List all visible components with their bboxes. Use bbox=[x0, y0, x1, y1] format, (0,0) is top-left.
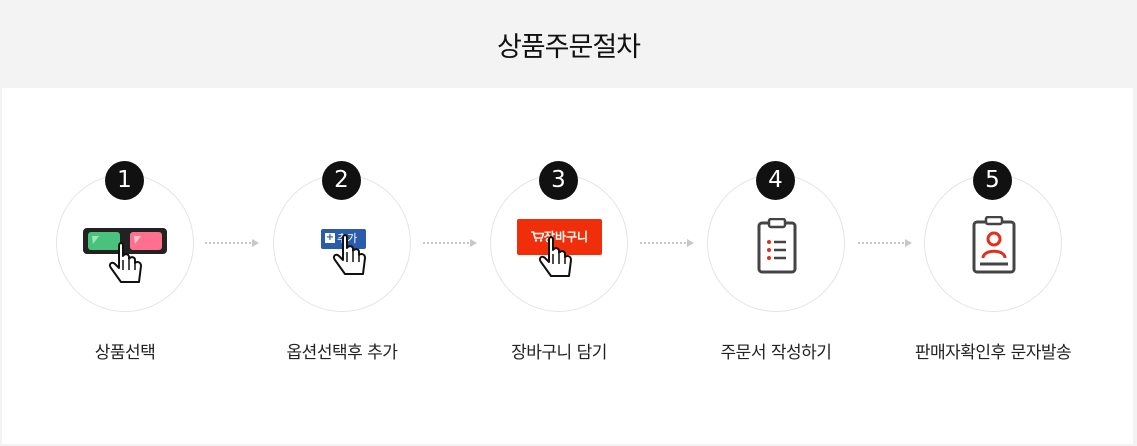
page-header: 상품주문절차 bbox=[0, 0, 1137, 88]
add-button-icon: +추가 bbox=[273, 174, 411, 312]
step-number-badge: 3 bbox=[539, 161, 578, 200]
step-1: 1 상품선택 bbox=[35, 88, 215, 444]
step-4: 4 주문서 작성하기 bbox=[686, 88, 866, 444]
step-number-badge: 1 bbox=[105, 161, 144, 200]
cart-tag-label: 장바구니 bbox=[543, 230, 589, 244]
dotted-arrow-icon bbox=[640, 239, 694, 247]
order-process-panel: 1 상품선택 2 +추가 옵션선택 bbox=[2, 88, 1133, 444]
dotted-arrow-icon bbox=[205, 239, 259, 247]
cart-icon bbox=[530, 231, 545, 242]
id-badge-icon bbox=[972, 216, 1016, 274]
step-2: 2 +추가 옵션선택후 추가 bbox=[252, 88, 432, 444]
step-3: 3 장바구니 장바구니 담기 bbox=[469, 88, 649, 444]
hand-pointer-icon bbox=[332, 234, 366, 275]
step-number-badge: 5 bbox=[973, 161, 1012, 200]
step-label: 판매자확인후 문자발송 bbox=[914, 343, 1072, 363]
step-label: 옵션선택후 추가 bbox=[286, 343, 398, 363]
3d-glasses-icon bbox=[83, 228, 167, 283]
page-title: 상품주문절차 bbox=[496, 31, 641, 63]
step-5: 5 판매자확인후 문자발송 bbox=[903, 88, 1083, 444]
step-number-badge: 4 bbox=[756, 161, 795, 200]
step-label: 상품선택 bbox=[94, 343, 156, 363]
plus-icon: + bbox=[325, 232, 335, 243]
dotted-arrow-icon bbox=[858, 239, 912, 247]
step-number-badge: 2 bbox=[322, 161, 361, 200]
cart-button-icon: 장바구니 bbox=[490, 174, 628, 312]
hand-pointer-icon bbox=[538, 236, 572, 277]
step-label: 주문서 작성하기 bbox=[720, 343, 832, 363]
clipboard-icon bbox=[757, 218, 797, 274]
dotted-arrow-icon bbox=[423, 239, 477, 247]
step-label: 장바구니 담기 bbox=[511, 343, 607, 363]
